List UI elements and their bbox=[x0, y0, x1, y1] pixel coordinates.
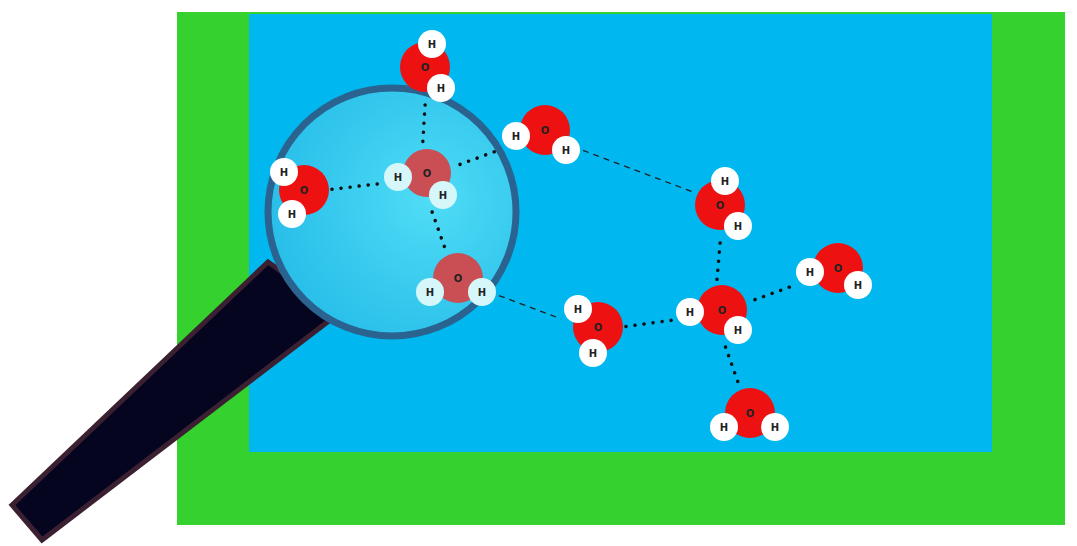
water-molecule: OHH bbox=[416, 253, 496, 306]
hydrogen-atom: H bbox=[579, 339, 607, 367]
hydrogen-bond bbox=[626, 320, 673, 326]
water-area bbox=[249, 14, 992, 452]
hydrogen-bond bbox=[583, 150, 692, 191]
hydrogen-bond bbox=[726, 347, 739, 385]
hydrogen-bond bbox=[499, 296, 561, 319]
water-molecule: OHH bbox=[695, 167, 752, 240]
hydrogen-atom: H bbox=[270, 158, 298, 186]
hydrogen-atom: H bbox=[427, 74, 455, 102]
magnifier-lens bbox=[268, 88, 516, 336]
hydrogen-atom: H bbox=[278, 200, 306, 228]
water-molecule: OHH bbox=[676, 285, 752, 344]
hydrogen-atom: H bbox=[844, 271, 872, 299]
water-molecule: OHH bbox=[270, 158, 329, 228]
hydrogen-atom: H bbox=[676, 298, 704, 326]
hydrogen-atom: H bbox=[384, 163, 412, 191]
hydrogen-bond bbox=[755, 286, 793, 300]
water-molecule: OHH bbox=[502, 105, 580, 164]
water-molecule: OHH bbox=[400, 30, 455, 102]
water-molecule: OHH bbox=[796, 243, 872, 299]
hydrogen-atom: H bbox=[429, 181, 457, 209]
green-frame bbox=[177, 12, 1065, 525]
hydrogen-atom: H bbox=[724, 316, 752, 344]
hydrogen-atom: H bbox=[418, 30, 446, 58]
hydrogen-bond bbox=[717, 243, 720, 282]
hydrogen-atom: H bbox=[711, 167, 739, 195]
hydrogen-atom: H bbox=[796, 258, 824, 286]
hydrogen-atom: H bbox=[724, 212, 752, 240]
water-molecule: OHH bbox=[564, 295, 623, 367]
hydrogen-atom: H bbox=[710, 413, 738, 441]
hydrogen-bond bbox=[432, 212, 445, 250]
hydrogen-atom: H bbox=[564, 295, 592, 323]
water-molecule: OHH bbox=[710, 388, 789, 441]
hydrogen-atom: H bbox=[552, 136, 580, 164]
hydrogen-bond bbox=[460, 150, 499, 164]
hydrogen-atom: H bbox=[502, 122, 530, 150]
water-molecule: OHH bbox=[384, 149, 457, 209]
hydrogen-atom: H bbox=[468, 278, 496, 306]
magnifier-handle bbox=[12, 262, 330, 540]
hydrogen-atom: H bbox=[416, 278, 444, 306]
hydrogen-bond bbox=[423, 105, 426, 146]
hydrogen-atom: H bbox=[761, 413, 789, 441]
hydrogen-bond bbox=[332, 184, 381, 190]
